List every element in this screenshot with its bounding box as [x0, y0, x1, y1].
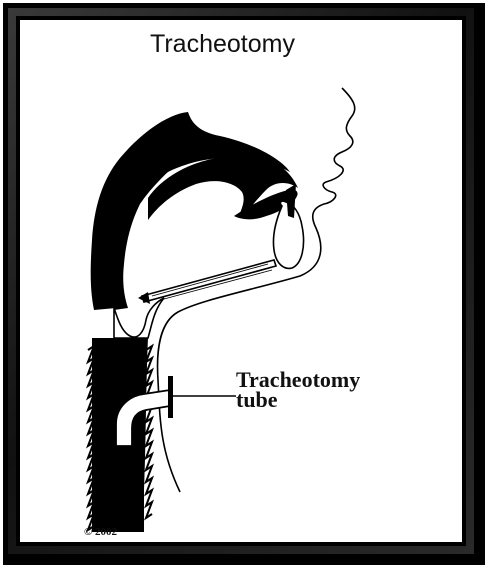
mouth-floor	[142, 260, 276, 302]
tube-label: Tracheotomy tube	[236, 370, 360, 410]
copyright-notice: © 2002	[84, 526, 117, 538]
page-title: Tracheotomy	[150, 30, 295, 59]
tracheal-rings-right	[146, 346, 152, 518]
tube-label-line2: tube	[236, 390, 360, 410]
tracheotomy-illustration	[20, 20, 462, 542]
diagram-panel: Tracheotomy Tracheotomy tube © 2002	[20, 20, 462, 542]
tube-flange	[168, 376, 173, 418]
